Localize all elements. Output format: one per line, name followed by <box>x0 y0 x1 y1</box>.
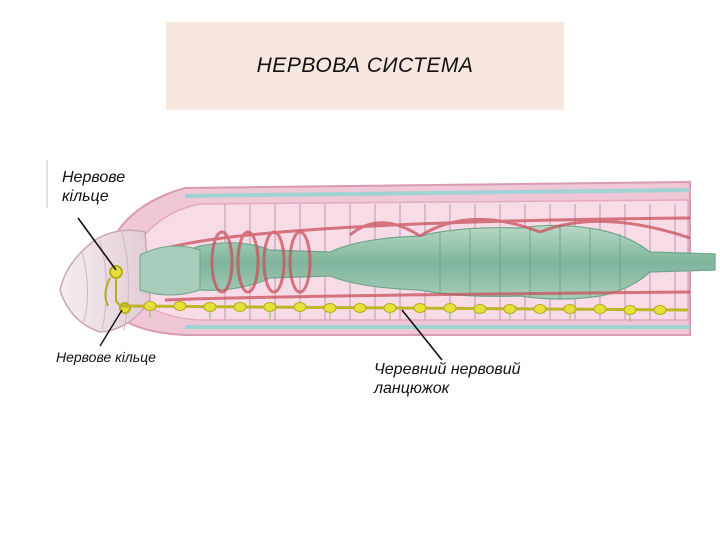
pharynx <box>140 246 200 295</box>
label-nerve-ring-bottom: Нервове кільце <box>56 349 156 366</box>
label-ventral-nerve-chain: Черевний нервовий ланцюжок <box>374 360 574 398</box>
label-nerve-ring-top: Нервове кільце <box>62 168 162 206</box>
worm-head <box>60 230 150 332</box>
